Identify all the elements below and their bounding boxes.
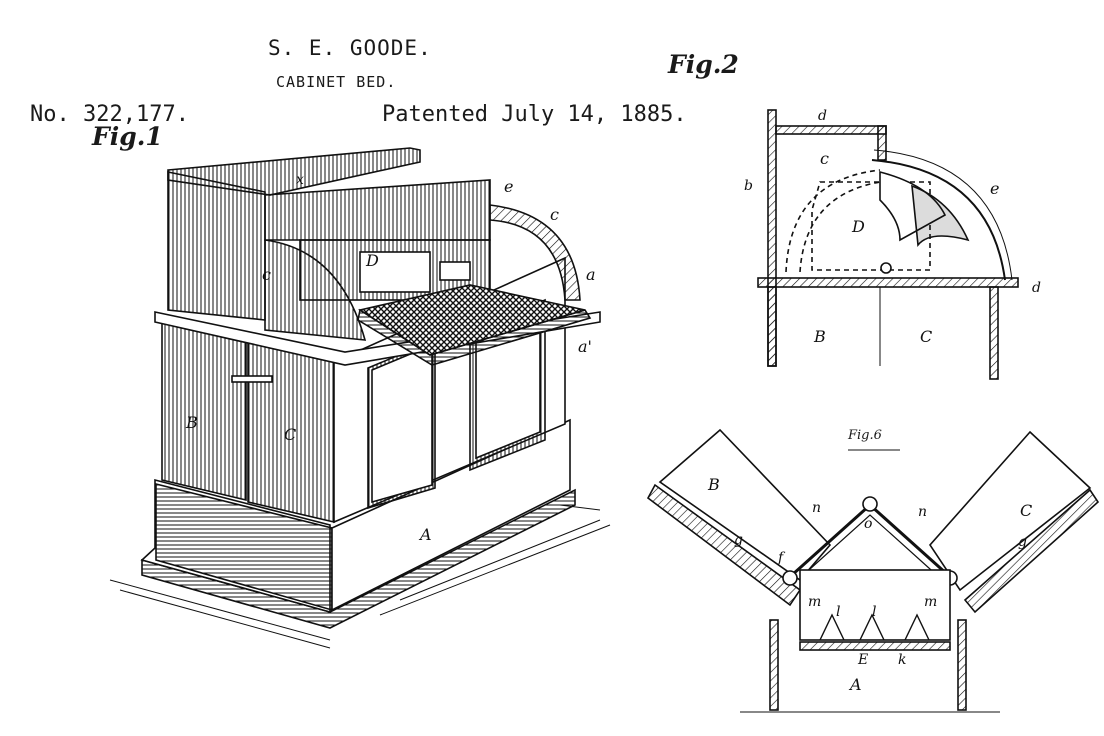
fig6-label-B: B (707, 475, 720, 494)
roll-top-cover (489, 204, 581, 301)
figure-6-section-drawing (646, 428, 1100, 713)
floor-shading (109, 504, 611, 649)
springs-l (819, 613, 930, 641)
leaf-C (928, 430, 1092, 592)
fig1-label-x: x (296, 172, 304, 188)
inventor-name: S. E. GOODE. (268, 36, 432, 60)
fig2-label-d-right: d (1032, 280, 1041, 296)
fig6-label-m-right: m (924, 594, 937, 610)
upper-side-panel (167, 171, 266, 321)
box-wall-right (957, 619, 967, 711)
fig2-label-b: b (744, 178, 753, 194)
figure-2-label: Fig.2 (668, 50, 739, 79)
fig2-label-D: D (851, 217, 865, 236)
top-plate-d (775, 125, 887, 135)
invention-title: CABINET BED. (276, 73, 397, 91)
fig2-label-C: C (920, 327, 932, 346)
fig6-label-l2: l (872, 604, 876, 620)
roll-curve-c (871, 159, 1006, 281)
fig6-label-C: C (1020, 501, 1032, 520)
figure-1-cabinet-drawing (109, 147, 611, 649)
cabinet-door-B (161, 318, 247, 502)
fig1-label-c-top: c (550, 205, 559, 224)
figure-1-labels: x e c c D a a' B C A (185, 172, 596, 544)
fig2-label-c: c (820, 149, 829, 168)
leaf-B (658, 428, 832, 582)
fig1-label-D: D (365, 251, 379, 270)
fig6-label-n-right: n (918, 504, 927, 520)
fig1-label-C: C (284, 425, 296, 444)
bed-frame-D (811, 181, 931, 271)
fig1-label-A: A (418, 525, 432, 544)
patent-number: No. 322,177. (30, 102, 189, 127)
fig1-label-B: B (185, 413, 198, 432)
figure-2-labels: d c b e D d B C (744, 108, 1041, 346)
fig6-label-E: E (857, 652, 868, 668)
patent-date: Patented July 14, 1885. (382, 102, 687, 127)
quadrant-bracket (879, 170, 947, 242)
fig6-label-g-right: g (1018, 534, 1027, 550)
fig1-label-c-side: c (262, 265, 271, 284)
fig6-label-f: f (777, 550, 786, 566)
right-wall-section (989, 286, 999, 380)
fig6-label-o: o (864, 516, 872, 532)
fig2-label-e: e (990, 179, 999, 198)
fig6-label-A: A (848, 675, 862, 694)
fig2-label-B: B (813, 327, 826, 346)
fig1-label-a-prime: a' (578, 337, 592, 356)
fig6-label-g-left: g (734, 532, 743, 548)
figure-2-section-drawing (757, 109, 1019, 380)
fig6-label-l1: l (836, 604, 840, 620)
box-wall-left (769, 619, 779, 711)
figure-1-label: Fig.1 (92, 122, 163, 151)
fig6-label-n-left: n (812, 500, 821, 516)
shelf-section (757, 277, 1019, 288)
figure-6-label: Fig.6 (848, 428, 882, 443)
cabinet-cornice (154, 311, 601, 366)
fig1-label-a: a (586, 265, 596, 284)
slat-E (799, 641, 951, 651)
top-board (167, 147, 421, 196)
fig2-label-d-top: d (818, 108, 827, 124)
fig6-label-m-left: m (808, 594, 821, 610)
fig1-label-e: e (504, 177, 513, 196)
fig6-label-k: k (898, 652, 906, 668)
figure-6-labels: B C n n o g g f m m l l E k A (707, 475, 1032, 694)
